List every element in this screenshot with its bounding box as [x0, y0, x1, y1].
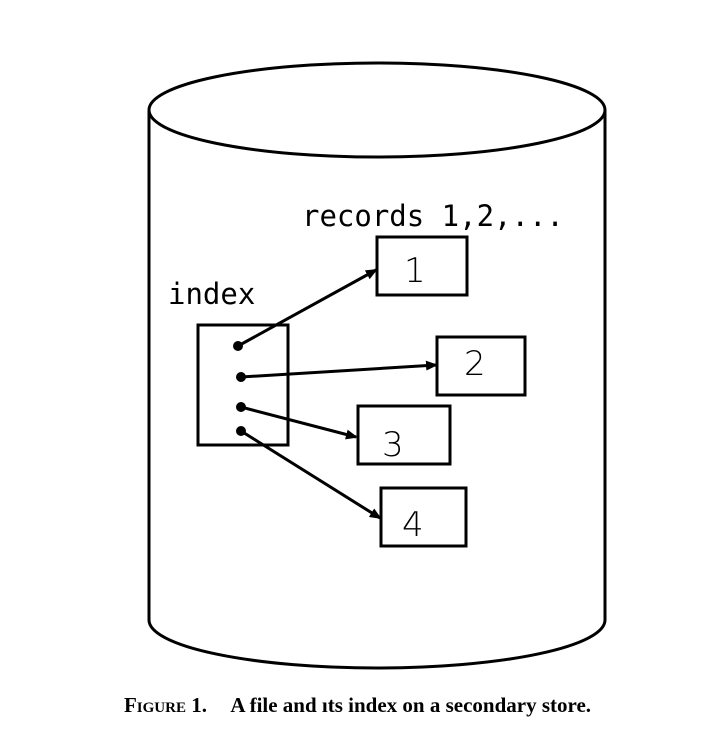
cylinder-bottom [147, 619, 607, 670]
pointer-3 [240, 405, 358, 440]
record-4: 4 [379, 486, 468, 548]
pointer-4 [240, 429, 382, 520]
index-entry-1 [233, 341, 243, 351]
cylinder-top [147, 61, 607, 159]
figure-caption: Figure 1. A file and ıts index on a seco… [0, 693, 715, 718]
record-3-label: 3 [382, 425, 404, 465]
index-box [196, 323, 290, 447]
index-entries [233, 341, 246, 436]
record-4-box [379, 486, 468, 548]
pointer-arrows [237, 268, 438, 520]
caption-text: A file and ıts index on a secondary stor… [230, 693, 592, 717]
index-label: index [168, 277, 255, 311]
pointer-2 [240, 360, 438, 379]
record-2: 2 [435, 335, 527, 397]
record-1-box [375, 235, 469, 297]
record-1-label: 1 [404, 251, 426, 291]
index-entry-4 [236, 426, 246, 436]
figure-number: Figure 1. [123, 693, 207, 717]
record-1: 1 [375, 235, 469, 297]
record-2-box [435, 335, 527, 397]
index-entry-2 [236, 372, 246, 382]
record-3: 3 [356, 404, 452, 466]
pointer-1 [237, 268, 378, 348]
record-2-label: 2 [464, 344, 486, 384]
record-3-box [356, 404, 452, 466]
record-4-label: 4 [402, 505, 424, 545]
storage-cylinder [147, 61, 607, 670]
index-entry-3 [236, 402, 246, 412]
records-label: records 1,2,... [302, 199, 564, 233]
